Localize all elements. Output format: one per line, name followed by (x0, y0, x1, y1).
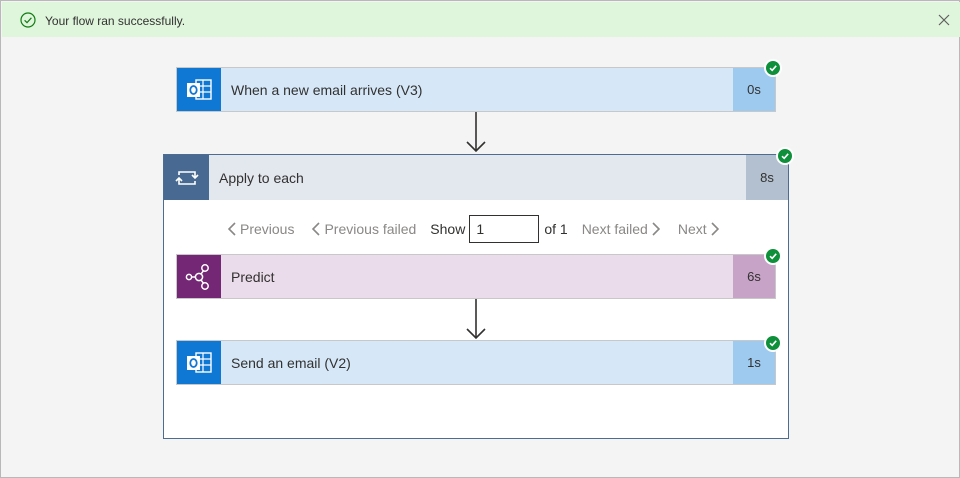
previous-button[interactable]: Previous (224, 221, 294, 237)
chevron-left-icon (312, 222, 321, 236)
success-message: Your flow ran successfully. (45, 14, 186, 28)
predict-success-check-icon (764, 247, 782, 265)
previous-label: Previous (240, 221, 295, 237)
outlook-icon (177, 68, 221, 111)
trigger-step-card[interactable]: When a new email arrives (V3) 0s (176, 67, 776, 112)
next-button[interactable]: Next (678, 221, 723, 237)
chevron-right-icon (711, 222, 719, 236)
send-email-step-card[interactable]: Send an email (V2) 1s (176, 340, 776, 385)
success-banner: Your flow ran successfully. (2, 2, 960, 37)
trigger-step-title: When a new email arrives (V3) (231, 81, 423, 98)
trigger-success-check-icon (764, 59, 782, 77)
next-failed-button[interactable]: Next failed (582, 221, 664, 237)
flow-connector-arrow (466, 112, 486, 153)
iteration-total: of 1 (544, 221, 568, 237)
previous-failed-label: Previous failed (324, 221, 417, 237)
iteration-input[interactable] (469, 215, 540, 243)
next-label: Next (677, 221, 707, 237)
send-email-success-check-icon (764, 334, 782, 352)
ai-builder-icon (177, 255, 221, 298)
predict-step-card[interactable]: Predict 6s (176, 254, 776, 299)
chevron-right-icon (652, 222, 660, 236)
loop-icon (164, 155, 209, 200)
apply-to-each-header[interactable]: Apply to each 8s (164, 155, 788, 200)
iteration-pager: Previous Previous failed Show of 1 Next … (224, 215, 723, 243)
show-label: Show (430, 221, 466, 237)
next-failed-label: Next failed (581, 221, 648, 237)
close-icon[interactable] (938, 14, 950, 26)
flow-connector-arrow (466, 299, 486, 340)
loop-success-check-icon (776, 147, 794, 165)
predict-step-title: Predict (231, 268, 275, 285)
send-email-step-title: Send an email (V2) (231, 354, 351, 371)
apply-to-each-title: Apply to each (219, 169, 304, 186)
outlook-icon (177, 341, 221, 384)
success-check-icon (20, 12, 36, 28)
previous-failed-button[interactable]: Previous failed (308, 221, 416, 237)
chevron-left-icon (228, 222, 236, 236)
